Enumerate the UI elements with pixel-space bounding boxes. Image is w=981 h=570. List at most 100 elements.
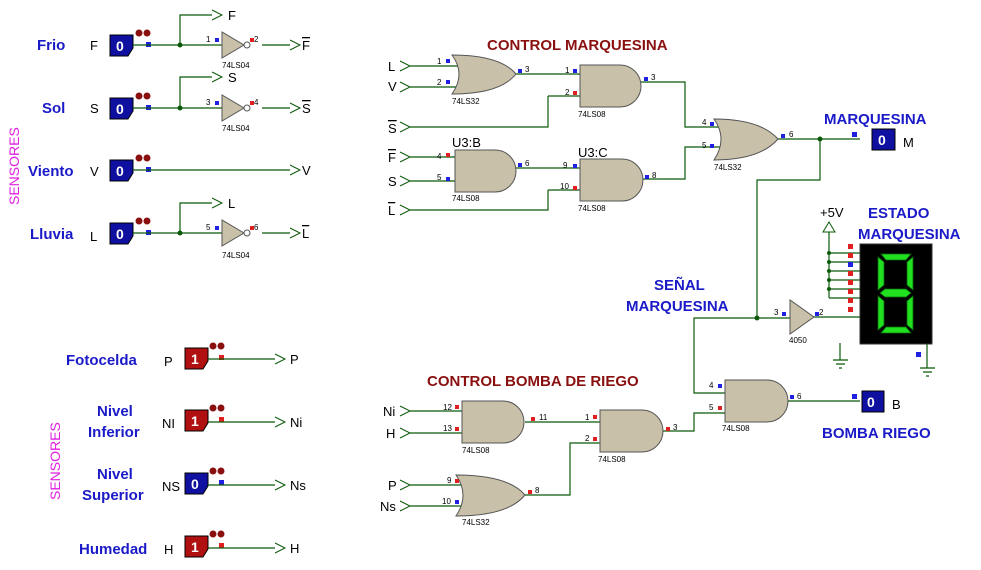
svg-text:5: 5 [709,403,714,412]
svg-text:3: 3 [206,98,211,107]
svg-text:Humedad: Humedad [79,541,147,558]
svg-text:74LS32: 74LS32 [452,97,480,106]
svg-text:S: S [388,174,397,189]
svg-text:74LS08: 74LS08 [452,194,480,203]
sensor-frio: Frio F 0 F 1 2 74LS04 F [37,8,310,70]
svg-text:U3:B: U3:B [452,135,481,150]
logic-state-frio[interactable]: 0 [109,34,134,57]
sensors-top-group-label: SENSORES [6,127,22,205]
svg-text:74LS08: 74LS08 [722,424,750,433]
svg-text:Superior: Superior [82,487,144,504]
sensor-sol-name: Sol [42,100,65,117]
svg-text:1: 1 [191,539,199,555]
sensor-lluvia: Lluvia L 0 L 5 6 74LS04 L [30,196,309,260]
svg-text:V: V [388,79,397,94]
logic-state-nivel-inferior[interactable]: 1 [184,409,209,432]
svg-text:Fotocelda: Fotocelda [66,352,137,369]
bomba-output-title: BOMBA RIEGO [822,425,931,442]
svg-text:13: 13 [443,424,452,433]
svg-text:P: P [388,478,397,493]
vcc-label: +5V [820,205,844,220]
sensor-humedad: Humedad H 1 H [79,530,299,558]
svg-text:10: 10 [442,497,451,506]
marquesina-inputs: L V S F S L [388,59,412,218]
svg-text:11: 11 [539,413,548,422]
svg-text:NI: NI [162,416,175,431]
svg-text:5: 5 [206,223,211,232]
logic-state-sol[interactable]: 0 [109,97,134,120]
control-bomba-title: CONTROL BOMBA DE RIEGO [427,373,639,390]
svg-text:S: S [228,70,237,85]
logic-state-lluvia[interactable]: 0 [109,222,134,245]
svg-text:74LS32: 74LS32 [714,163,742,172]
svg-text:L: L [388,59,395,74]
svg-text:H: H [386,426,395,441]
svg-text:H: H [290,541,299,556]
svg-text:3: 3 [651,73,656,82]
svg-text:3: 3 [525,65,530,74]
sensor-frio-var: F [90,38,98,53]
gate-and-bomba-3: 4 5 6 74LS08 [709,379,802,433]
svg-text:L: L [388,203,395,218]
svg-text:0: 0 [116,101,124,117]
sensor-frio-name: Frio [37,37,65,54]
logic-state-fotocelda[interactable]: 1 [184,347,209,370]
frio-out-true: F [228,8,236,23]
svg-text:0: 0 [878,132,886,148]
logic-state-frio-value: 0 [116,38,124,54]
svg-text:74LS08: 74LS08 [578,204,606,213]
logic-state-humedad[interactable]: 1 [184,535,209,558]
gate-and-marquesina-3: U3:C 9 10 8 74LS08 [560,145,657,213]
svg-text:9: 9 [447,476,452,485]
logic-state-nivel-superior[interactable]: 0 [184,472,209,495]
gate-or-marquesina-1: 1 2 3 74LS32 [437,54,530,106]
svg-text:1: 1 [206,35,211,44]
sensor-viento: Viento V 0 V [28,154,311,182]
gate-or-marquesina-2: 4 5 6 74LS32 [702,118,794,172]
estado-label-2: MARQUESINA [858,226,961,243]
logic-state-viento[interactable]: 0 [109,159,134,182]
control-marquesina-title: CONTROL MARQUESINA [487,37,668,54]
svg-text:4050: 4050 [789,336,807,345]
sensors-bottom-group-label: SENSORES [47,422,63,500]
svg-text:NS: NS [162,479,180,494]
svg-text:74LS08: 74LS08 [598,455,626,464]
svg-text:V: V [90,164,99,179]
svg-text:2: 2 [565,88,570,97]
svg-text:10: 10 [560,182,569,191]
svg-text:1: 1 [191,413,199,429]
svg-text:1: 1 [565,66,570,75]
svg-text:6: 6 [254,223,259,232]
svg-text:S: S [388,121,397,136]
sensor-lluvia-name: Lluvia [30,226,74,243]
svg-text:74LS08: 74LS08 [462,446,490,455]
sensor-nivel-superior: Nivel Superior NS 0 Ns [82,466,306,504]
svg-text:0: 0 [191,476,199,492]
svg-text:L: L [228,196,235,211]
sensor-fotocelda: Fotocelda P 1 P [66,342,299,370]
svg-text:B: B [892,397,901,412]
svg-text:0: 0 [116,163,124,179]
gate-and-marquesina-1: 1 2 3 74LS08 [565,64,656,119]
svg-text:P: P [164,354,173,369]
svg-text:5: 5 [702,141,707,150]
svg-text:2: 2 [585,434,590,443]
svg-text:Ni: Ni [290,415,302,430]
svg-text:8: 8 [652,171,657,180]
logic-probe-bomba: 0 [852,390,885,413]
svg-text:2: 2 [819,308,824,317]
svg-text:3: 3 [774,308,779,317]
svg-text:S: S [302,101,311,116]
svg-text:1: 1 [585,413,590,422]
gate-and-bomba-2: 1 2 3 74LS08 [585,409,678,464]
sensor-viento-name: Viento [28,163,74,180]
svg-text:Nivel: Nivel [97,466,133,483]
senal-label-1: SEÑAL [654,276,705,294]
gate-or-bomba-1: 9 10 8 74LS32 [442,474,540,527]
svg-text:Ni: Ni [383,404,395,419]
svg-text:2: 2 [254,35,259,44]
bomba-inputs: Ni H P Ns [380,404,412,514]
svg-text:P: P [290,352,299,367]
svg-text:9: 9 [563,161,568,170]
